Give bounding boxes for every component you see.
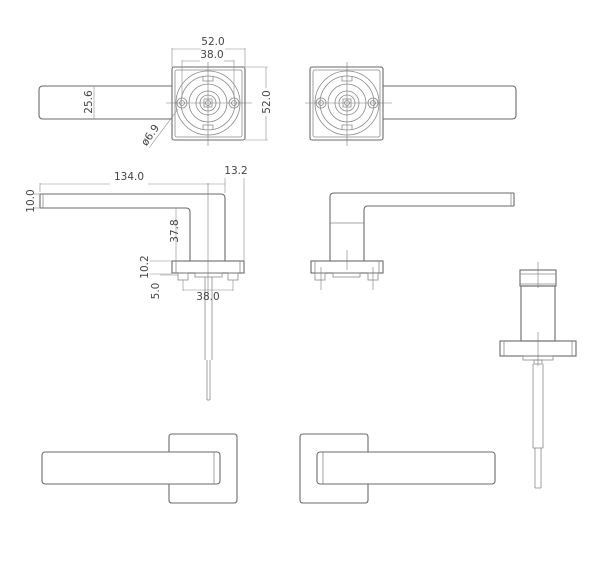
middle-left-view: 134.0 13.2 10.0 37.8 10.2 5.0 38.0 <box>25 165 248 401</box>
right-profile-view <box>499 262 577 489</box>
middle-right-view <box>310 192 515 290</box>
bottom-right-view <box>299 433 496 504</box>
top-right-view <box>305 62 517 146</box>
lever-body <box>38 85 172 120</box>
dim-lever-width: 25.6 <box>83 90 95 114</box>
rose-front <box>168 433 238 504</box>
dim-neck-offset: 13.2 <box>224 165 247 177</box>
dim-boss-depth: 5.0 <box>150 283 162 300</box>
bottom-left-view <box>41 433 238 504</box>
spindle-collar <box>332 272 361 278</box>
dim-neck-height: 37.8 <box>169 219 181 242</box>
rose-plate <box>309 66 384 141</box>
fixing-boss-left <box>314 272 326 281</box>
fixing-boss-right <box>227 272 239 281</box>
top-left-view: 52.0 38.0 52.0 25.6 ø6.9 <box>38 36 273 149</box>
lever-arm <box>40 193 226 261</box>
fixing-boss-left <box>177 272 189 281</box>
dim-lever-thickness: 10.0 <box>25 189 37 212</box>
spindle-collar <box>194 272 223 278</box>
rose-front <box>299 433 369 504</box>
dim-lever-length: 134.0 <box>114 171 144 183</box>
lever-arm-lower <box>40 207 191 261</box>
lever-front <box>41 451 221 485</box>
dim-rose-width: 52.0 <box>201 36 224 48</box>
lever-arm <box>329 192 514 261</box>
dim-fixing-centres: 38.0 <box>200 49 223 61</box>
lever-arm-lower <box>363 205 514 261</box>
dim-rose-height: 52.0 <box>261 90 273 113</box>
dim-base-fixing-centres: 38.0 <box>196 291 219 303</box>
rose-inner-edge <box>312 69 381 138</box>
lever-body <box>383 85 517 120</box>
lever-front <box>316 451 496 485</box>
leader-line <box>148 108 179 149</box>
rose-inner-edge <box>174 69 243 138</box>
dim-rose-depth: 10.2 <box>139 255 151 278</box>
rose-plate <box>171 66 246 141</box>
